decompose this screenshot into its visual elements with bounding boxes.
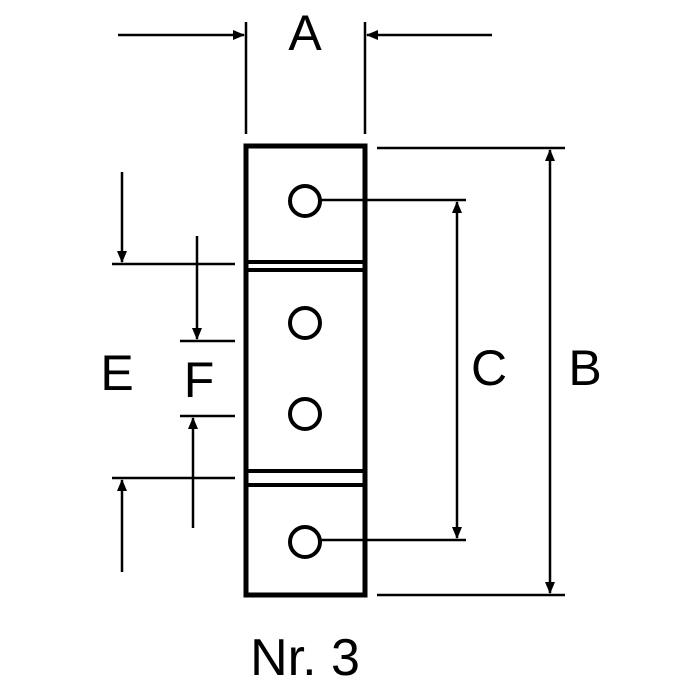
caption: Nr. 3 — [250, 629, 360, 687]
dimension-label-a: A — [288, 5, 322, 61]
dimension-a — [118, 22, 492, 134]
dimension-label-f: F — [184, 352, 215, 408]
hinge-body — [243, 143, 368, 598]
dimension-b — [377, 146, 565, 597]
screw-hole-3 — [288, 397, 322, 431]
dimension-e — [112, 172, 235, 572]
dimension-f — [180, 236, 235, 528]
dimension-label-e: E — [100, 345, 133, 401]
dimension-label-c: C — [471, 340, 507, 396]
hinge-outline — [243, 143, 368, 598]
screw-hole-1 — [288, 184, 322, 218]
dimension-c — [320, 198, 466, 542]
screw-hole-2 — [288, 306, 322, 340]
screw-hole-4 — [288, 525, 322, 559]
dimension-label-b: B — [568, 340, 601, 396]
